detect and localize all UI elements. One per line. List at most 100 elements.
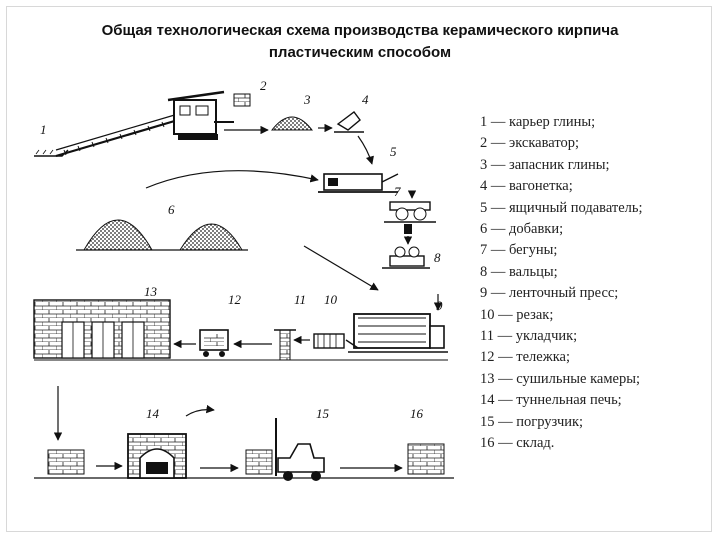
cutter xyxy=(313,333,345,349)
wagon xyxy=(334,111,364,133)
box-feeder xyxy=(318,173,399,193)
additives xyxy=(76,219,248,251)
legend-number: 13 xyxy=(480,370,495,387)
callout-number: 12 xyxy=(228,292,242,307)
callout-number: 10 xyxy=(324,292,338,307)
legend-item: 7 — бегуны; xyxy=(480,240,712,261)
legend-separator: — xyxy=(487,156,509,173)
legend-item: 13 — сушильные камеры; xyxy=(480,369,712,390)
legend-text: тележка; xyxy=(516,349,571,366)
title-line-2: пластическим способом xyxy=(268,44,452,61)
legend-text: ящичный подаватель; xyxy=(509,199,643,216)
legend-item: 11 — укладчик; xyxy=(480,326,712,347)
title-line-1: Общая технологическая схема производства… xyxy=(101,22,619,39)
legend-item: 16 — склад. xyxy=(480,433,712,454)
legend-item: 5 — ящичный подаватель; xyxy=(480,198,712,219)
warehouse xyxy=(407,443,445,475)
legend-separator: — xyxy=(487,199,509,216)
callout-number: 15 xyxy=(316,406,330,421)
legend-text: вагонетка; xyxy=(509,178,573,195)
stacker xyxy=(274,329,296,361)
page-title: Общая технологическая схема производства… xyxy=(0,20,720,64)
callout-number: 8 xyxy=(434,250,441,265)
legend-text: резак; xyxy=(516,306,554,323)
legend: 1 — карьер глины;2 — экскаватор;3 — запа… xyxy=(480,112,712,455)
brick-stack-start xyxy=(47,449,85,475)
legend-number: 6 xyxy=(480,221,488,238)
legend-number: 4 xyxy=(480,178,488,195)
legend-item: 14 — туннельная печь; xyxy=(480,390,712,411)
legend-text: укладчик; xyxy=(515,328,578,345)
legend-item: 4 — вагонетка; xyxy=(480,176,712,197)
drying-chambers xyxy=(33,299,171,359)
legend-item: 3 — запасник глины; xyxy=(480,155,712,176)
legend-text: сушильные камеры; xyxy=(516,370,640,387)
callout-number: 2 xyxy=(260,78,267,93)
legend-number: 2 xyxy=(480,135,488,152)
legend-text: ленточный пресс; xyxy=(509,285,619,302)
callout-number: 9 xyxy=(436,298,443,313)
belt-press xyxy=(345,313,448,353)
legend-item: 15 — погрузчик; xyxy=(480,412,712,433)
legend-number: 5 xyxy=(480,199,488,216)
legend-separator: — xyxy=(494,349,517,366)
legend-separator: — xyxy=(487,221,509,238)
legend-item: 6 — добавки; xyxy=(480,219,712,240)
loader xyxy=(245,418,325,481)
edge-runners xyxy=(384,201,436,234)
callout-number: 6 xyxy=(168,202,175,217)
callout-number: 7 xyxy=(394,184,401,199)
legend-separator: — xyxy=(487,135,509,152)
legend-text: экскаватор; xyxy=(509,135,579,152)
rollers xyxy=(382,246,430,269)
callout-number: 13 xyxy=(144,284,158,299)
legend-number: 15 xyxy=(480,413,495,430)
legend-separator: — xyxy=(487,242,509,259)
legend-number: 8 xyxy=(480,263,488,280)
legend-separator: — xyxy=(494,413,517,430)
legend-item: 12 — тележка; xyxy=(480,347,712,368)
legend-text: бегуны; xyxy=(509,242,558,259)
legend-separator: — xyxy=(487,263,509,280)
slide-frame xyxy=(6,6,712,532)
legend-separator: — xyxy=(493,328,516,345)
legend-separator: — xyxy=(487,114,509,130)
excavator xyxy=(55,90,251,158)
legend-separator: — xyxy=(487,178,509,195)
legend-number: 3 xyxy=(480,156,488,173)
legend-number: 12 xyxy=(480,349,495,366)
legend-number: 11 xyxy=(480,328,494,345)
legend-separator: — xyxy=(494,370,517,387)
callout-number: 4 xyxy=(362,92,369,107)
legend-separator: — xyxy=(494,306,517,323)
legend-number: 14 xyxy=(480,392,495,409)
legend-number: 16 xyxy=(480,435,495,452)
clay-store xyxy=(270,116,314,131)
legend-text: погрузчик; xyxy=(516,413,584,430)
legend-text: добавки; xyxy=(509,221,564,238)
legend-item: 1 — карьер глины; xyxy=(480,112,712,133)
legend-item: 10 — резак; xyxy=(480,305,712,326)
callout-number: 16 xyxy=(410,406,424,421)
legend-text: карьер глины; xyxy=(509,114,596,130)
legend-number: 1 xyxy=(480,114,488,130)
cart xyxy=(199,329,229,357)
callout-number: 14 xyxy=(146,406,160,421)
legend-separator: — xyxy=(494,435,517,452)
tunnel-kiln xyxy=(127,433,187,479)
legend-text: вальцы; xyxy=(509,263,558,280)
legend-text: склад. xyxy=(516,435,555,452)
legend-text: запасник глины; xyxy=(509,156,610,173)
callout-number: 11 xyxy=(294,292,306,307)
legend-item: 8 — вальцы; xyxy=(480,262,712,283)
callout-number: 3 xyxy=(303,92,311,107)
legend-item: 9 — ленточный пресс; xyxy=(480,283,712,304)
callout-number: 1 xyxy=(40,122,47,137)
legend-number: 7 xyxy=(480,242,488,259)
legend-item: 2 — экскаватор; xyxy=(480,133,712,154)
legend-text: туннельная печь; xyxy=(516,392,622,409)
legend-separator: — xyxy=(487,285,509,302)
legend-number: 9 xyxy=(480,285,488,302)
